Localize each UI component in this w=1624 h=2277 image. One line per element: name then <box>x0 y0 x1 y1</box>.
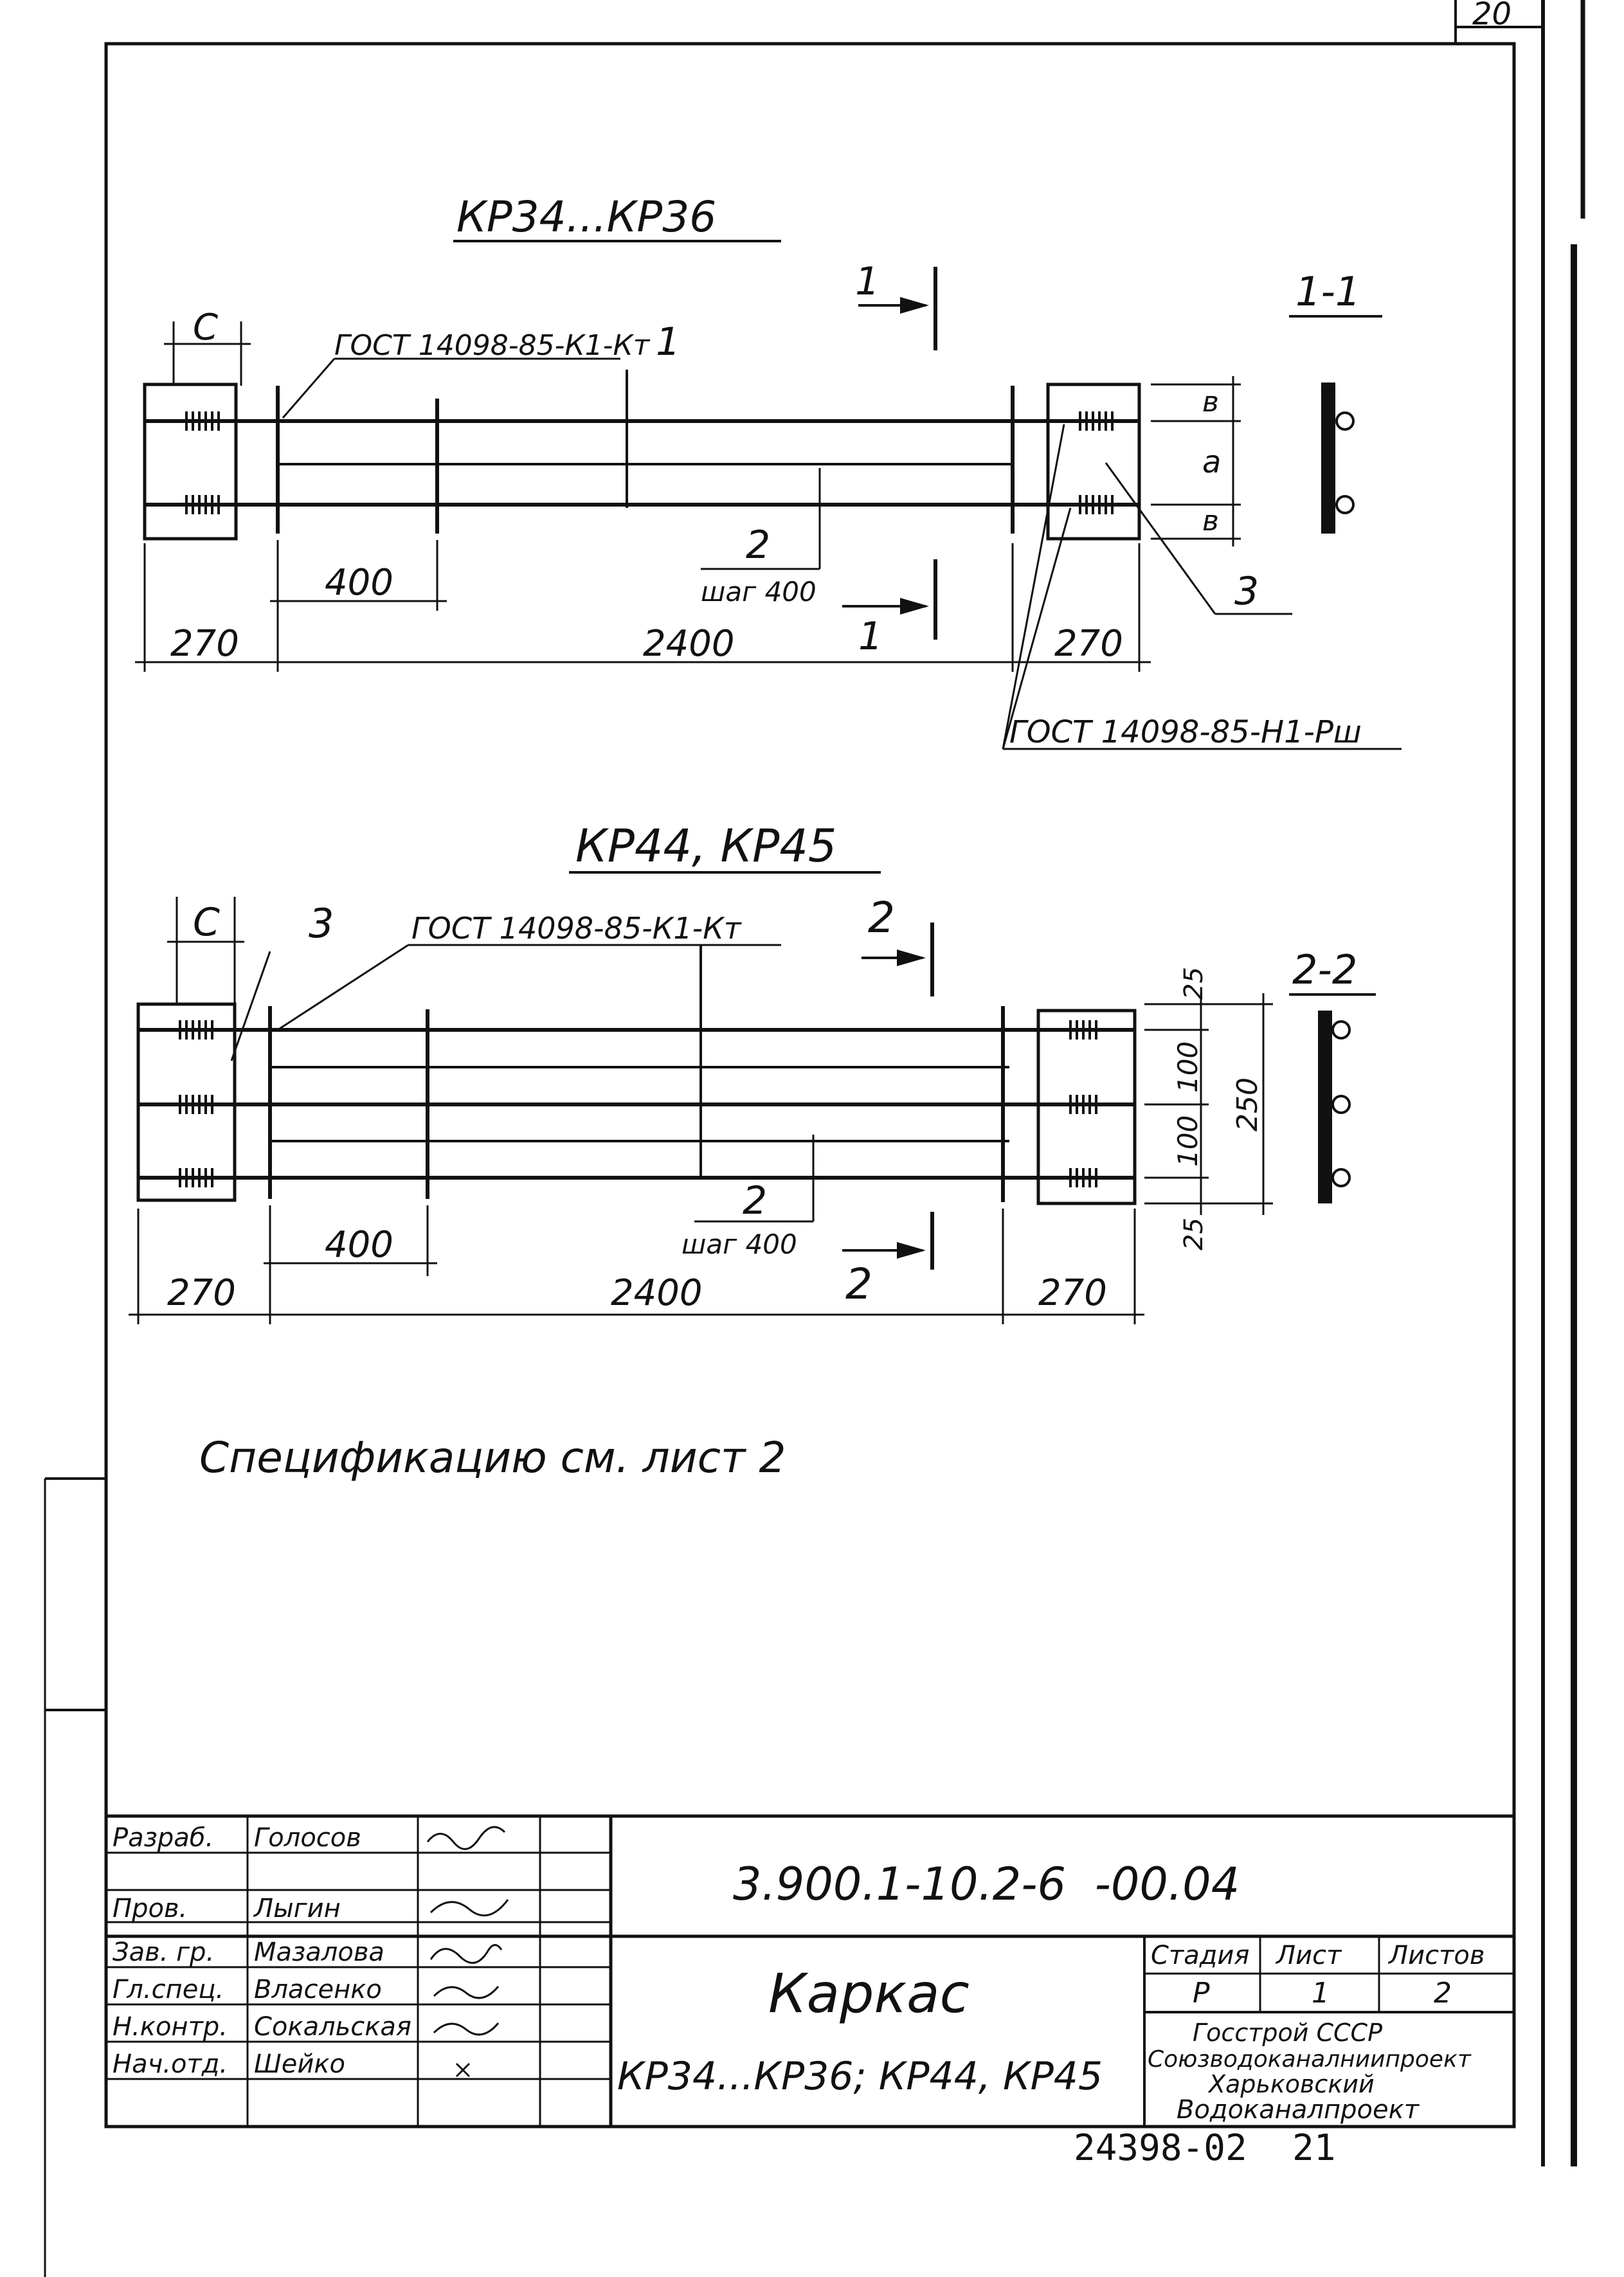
drawing-1-c-label: С <box>193 307 218 348</box>
drawing-1-dim-spacing: 400 <box>325 562 393 604</box>
end-plate-right-2 <box>1036 1009 1137 1205</box>
drawing-1-pos3: 3 <box>1234 569 1259 614</box>
drawing-1-b-top: в <box>1202 386 1219 419</box>
name-4: Сокальская <box>254 2012 411 2042</box>
drawing-1-b-bot: в <box>1202 505 1219 537</box>
sheet-frame <box>44 0 1585 2277</box>
name-1: Лыгин <box>253 1894 341 1923</box>
sheets-value: 2 <box>1434 1977 1452 2010</box>
title-block <box>106 1814 1514 2127</box>
drawing-2-v-mid2: 100 <box>1172 1115 1204 1167</box>
drawing-1-dim-left: 270 <box>170 623 239 665</box>
drawing-1-title: КР34...КР36 <box>456 192 716 242</box>
drawing-2-v-total: 250 <box>1231 1077 1264 1131</box>
drawing-2-v-mid1: 100 <box>1172 1041 1204 1093</box>
drawing-2-title: КР44, КР45 <box>575 820 836 872</box>
drawing-2-cut-top: 2 <box>868 893 895 942</box>
drawing-2-pos2: 2 <box>743 1178 767 1223</box>
section-1-1-title: 1-1 <box>1295 268 1360 315</box>
org-line-3: Водоканалпроект <box>1177 2095 1420 2125</box>
drawing-1-step: шаг 400 <box>701 576 817 608</box>
drawing-2-dim-spacing: 400 <box>325 1224 393 1266</box>
section-1-1-plate <box>1321 382 1335 534</box>
end-plate-left-2 <box>136 1002 237 1202</box>
drawing-1-dim-right: 270 <box>1054 623 1123 665</box>
archive-number: 24398-02 <box>1074 2127 1247 2169</box>
corner-sheet-number: 20 <box>1472 0 1511 32</box>
drawing-2-v-top: 25 <box>1179 967 1209 1000</box>
drawing-1-cut-top: 1 <box>855 259 880 304</box>
stage-header: Стадия <box>1151 1941 1249 1970</box>
page-number: 21 <box>1292 2127 1335 2169</box>
name-5: Шейко <box>254 2049 345 2079</box>
role-4: Н.контр. <box>113 2012 228 2042</box>
role-5: Нач.отд. <box>113 2049 228 2079</box>
end-plate-right <box>1046 382 1141 541</box>
role-1: Пров. <box>113 1894 187 1923</box>
sheet-value: 1 <box>1312 1977 1330 2010</box>
document-number: 3.900.1-10.2-6 -00.04 <box>733 1858 1240 1911</box>
anchor-studs-2 <box>177 1020 1097 1187</box>
drawing-2-pos3: 3 <box>309 900 334 947</box>
product-title: Каркас <box>768 1962 970 2025</box>
name-0: Голосов <box>254 1823 361 1853</box>
drawing-2-dim-right: 270 <box>1038 1272 1107 1314</box>
org-line-2: Харьковский <box>1207 2070 1375 2098</box>
specification-note: Спецификацию см. лист 2 <box>199 1433 786 1482</box>
org-line-1: Союзводоканалниипроект <box>1148 2046 1472 2073</box>
sheets-header: Листов <box>1387 1941 1484 1970</box>
section-2-2-title: 2-2 <box>1292 946 1357 993</box>
name-2: Мазалова <box>254 1938 384 1967</box>
drawing-1: КР34...КР36 С ГОСТ 14098-85-К1-Кт 1 <box>135 192 1402 750</box>
drawing-1-gost-rsh: ГОСТ 14098-85-Н1-Рш <box>1009 714 1362 750</box>
drawing-1-gost-kt: ГОСТ 14098-85-К1-Кт <box>334 329 651 362</box>
drawing-1-a: а <box>1202 444 1221 480</box>
drawing-1-pos2: 2 <box>746 523 770 568</box>
stage-value: Р <box>1193 1977 1210 2010</box>
anchor-studs-1 <box>183 411 1115 514</box>
signatures <box>426 1826 509 2078</box>
drawing-2-dim-middle: 2400 <box>611 1272 703 1314</box>
drawing-2-gost-kt: ГОСТ 14098-85-К1-Кт <box>411 911 742 946</box>
drawing-2-c-label: С <box>193 900 220 945</box>
name-3: Власенко <box>254 1975 382 2004</box>
drawing-1-pos1: 1 <box>656 320 680 364</box>
drawing-1-cut-bottom: 1 <box>858 614 883 659</box>
drawing-2: КР44, КР45 С 3 ГОСТ 1409 <box>129 820 1376 1324</box>
drawing-2-v-bot: 25 <box>1179 1218 1209 1250</box>
role-2: Зав. гр. <box>113 1938 214 1967</box>
sheet-header: Лист <box>1275 1941 1342 1970</box>
product-subtitle: КР34...КР36; КР44, КР45 <box>617 2054 1103 2099</box>
drawing-2-step: шаг 400 <box>681 1228 797 1260</box>
drawing-2-cut-bottom: 2 <box>845 1259 872 1309</box>
org-line-0: Госстрой СССР <box>1193 2019 1382 2047</box>
role-0: Разраб. <box>113 1823 213 1853</box>
end-plate-left <box>143 382 238 541</box>
role-3: Гл.спец. <box>113 1975 224 2004</box>
drawing-1-dim-middle: 2400 <box>643 623 735 665</box>
section-2-2-plate <box>1318 1011 1332 1203</box>
drawing-2-dim-left: 270 <box>167 1272 236 1314</box>
